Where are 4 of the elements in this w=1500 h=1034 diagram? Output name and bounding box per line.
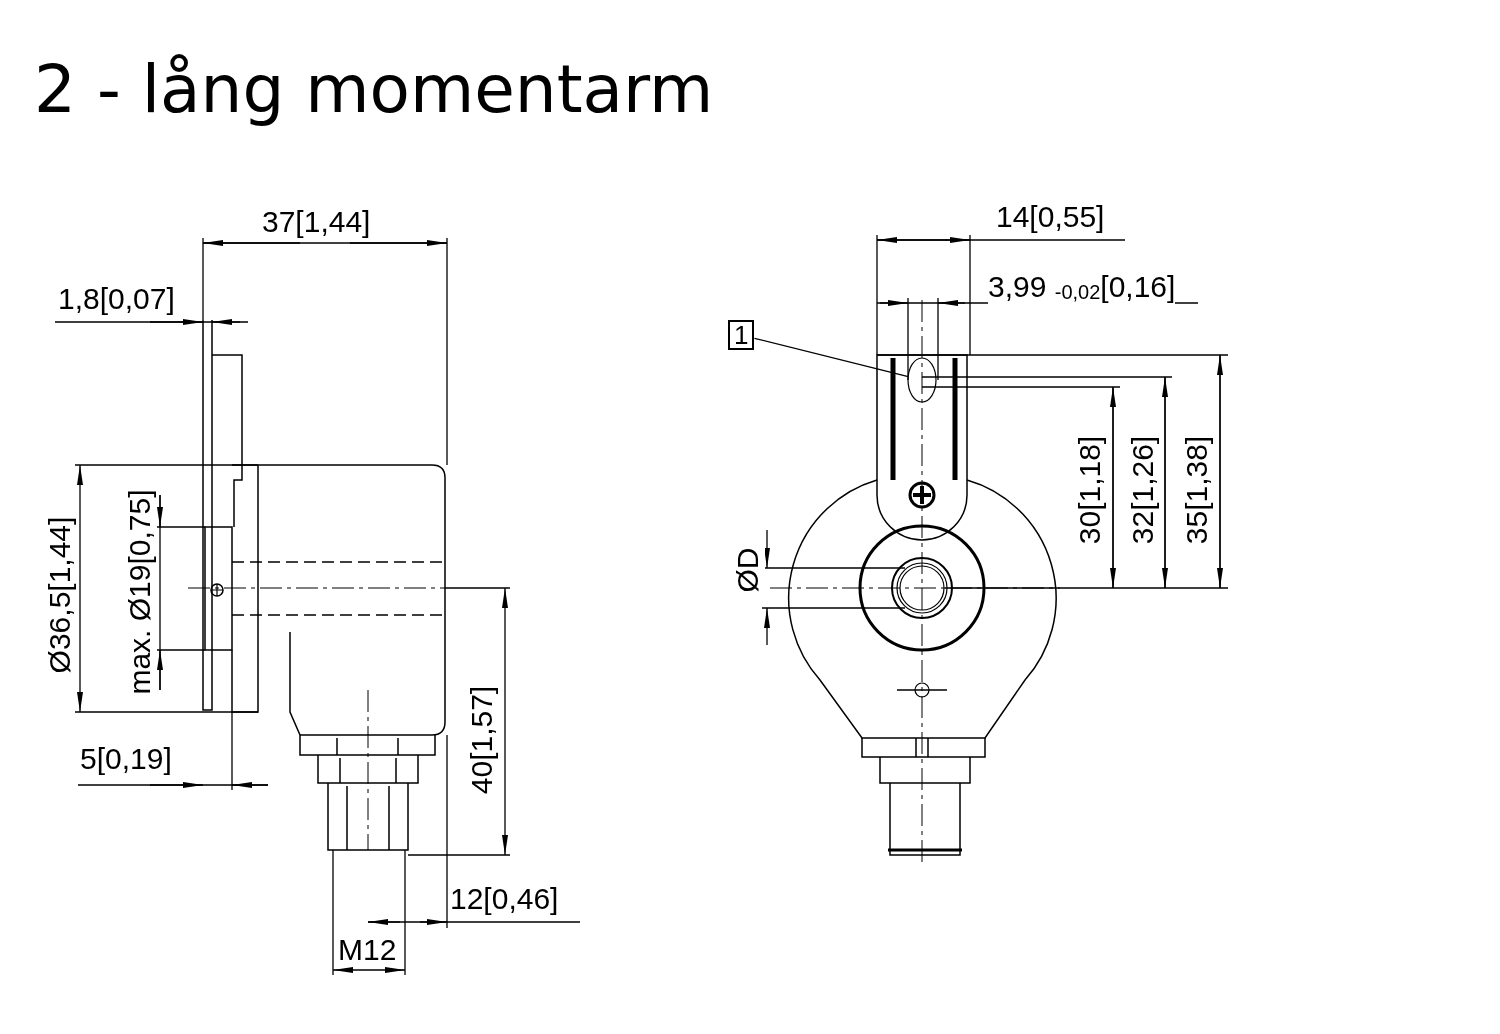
mounting-hole — [907, 357, 937, 403]
leader-line — [753, 337, 909, 378]
callout-number: 1 — [728, 320, 755, 350]
drawing-title: 2 - lång momentarm — [34, 50, 714, 130]
